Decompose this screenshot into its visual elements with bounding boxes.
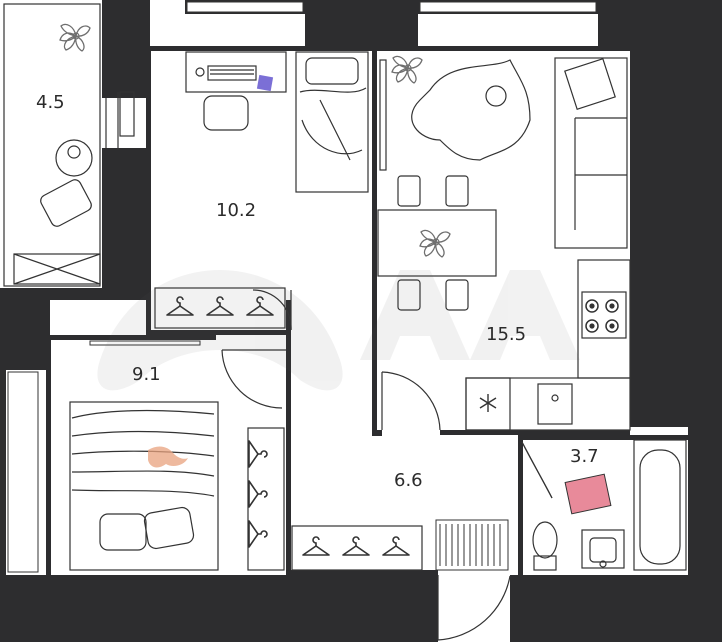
flower-bouquet-icon	[419, 229, 451, 258]
toilet	[532, 521, 558, 571]
door-mat	[435, 519, 509, 571]
watermark	[97, 270, 580, 391]
room-area-bedroom: 9.1	[132, 364, 161, 385]
plant-icon	[391, 55, 423, 84]
wall-notches	[262, 226, 714, 596]
entry-door	[437, 575, 511, 641]
bathroom-door	[521, 441, 553, 499]
hanger-icon	[342, 536, 370, 556]
bed-bedroom	[69, 401, 219, 571]
sofa	[554, 57, 628, 249]
living-door	[381, 371, 441, 431]
balcony-table	[40, 139, 93, 227]
room-area-hall: 6.6	[394, 470, 423, 491]
bird-icon	[148, 446, 188, 468]
bath-mat	[564, 473, 612, 515]
snowflake-icon	[479, 394, 497, 412]
hanger-icon	[248, 480, 268, 508]
windows	[7, 1, 597, 573]
hanger-icon	[248, 520, 268, 548]
wardrobe-hall	[291, 525, 423, 571]
bedroom-door	[221, 349, 286, 409]
office-door	[252, 289, 292, 331]
tv-unit	[379, 59, 387, 171]
room-area-bathroom: 3.7	[570, 446, 599, 467]
office-desk	[185, 51, 287, 131]
bathtub	[633, 439, 687, 571]
sink	[581, 529, 625, 569]
plant-icon	[59, 23, 91, 52]
wardrobe-bedroom	[247, 427, 285, 571]
dining-table	[377, 175, 497, 311]
room-area-office: 10.2	[216, 200, 257, 221]
notebook-icon	[256, 74, 274, 92]
office-bed	[295, 51, 369, 193]
balcony	[3, 3, 135, 287]
hanger-icon	[382, 536, 410, 556]
room-area-living-kitchen: 15.5	[486, 324, 527, 345]
room-area-balcony: 4.5	[36, 92, 65, 113]
hanger-icon	[248, 440, 268, 468]
hanger-icon	[302, 536, 330, 556]
kitchen-counter	[465, 259, 631, 431]
living-rug	[411, 59, 531, 161]
